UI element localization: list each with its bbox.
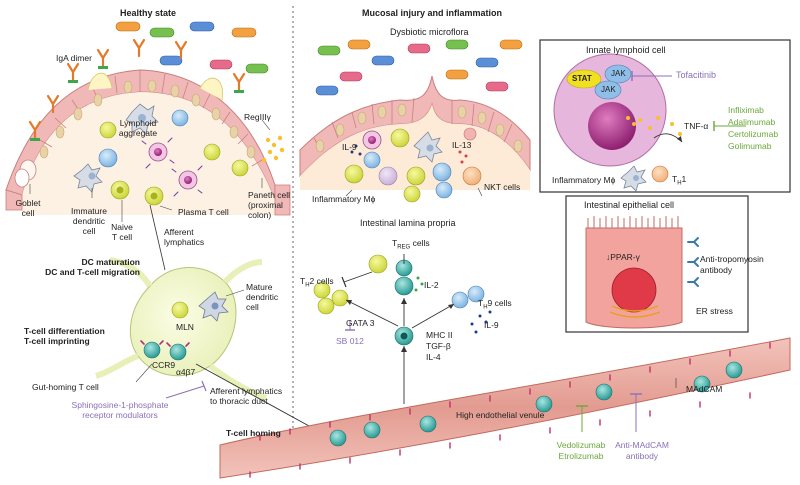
label-jak-1: JAK: [611, 69, 626, 78]
label-ccr9: CCR9: [152, 360, 176, 370]
lamina-propria-tcells: [313, 254, 492, 404]
label-iga-dimer: IgA dimer: [56, 53, 92, 63]
iec-box-title: Intestinal epithelial cell: [584, 200, 675, 210]
heading-mucosal-injury: Mucosal injury and inflammation: [362, 8, 503, 18]
label-tnf-alpha: TNF-α: [684, 121, 709, 131]
plasma-cells: [141, 137, 203, 197]
label-il9: IL-9: [342, 142, 357, 152]
iec-cell: [585, 216, 699, 329]
label-high-endothelial-venule: High endothelial venule: [456, 410, 545, 420]
immature-dendritic-cell: [73, 163, 103, 193]
tnf-drug-list: Infliximab Adalimumab Certolizumab Golim…: [728, 104, 778, 152]
label-tofacitinib: Tofacitinib: [676, 70, 717, 80]
goblet-cell: [14, 168, 30, 188]
label-sb012: SB 012: [336, 336, 364, 346]
lymphoid-aggregate: [98, 103, 249, 177]
injury-lamina-cells: [344, 127, 482, 203]
label-th1: TH1: [672, 174, 687, 187]
label-il9-lp: IL-9: [484, 320, 499, 330]
ilc-cell: [553, 53, 746, 192]
drug-adalimumab: Adalimumab: [728, 117, 776, 127]
label-inflammatory-mphi: Inflammatory Mϕ: [312, 194, 376, 204]
drug-golimumab: Golimumab: [728, 141, 772, 151]
label-t-cell-homing: T-cell homing: [226, 428, 281, 438]
label-regiii: RegIIIγ: [244, 112, 271, 122]
label-il2: IL-2: [424, 280, 439, 290]
label-th2-cells: TH2 cells: [300, 276, 334, 289]
label-gut-homing-t-cell: Gut-homing T cell: [32, 382, 99, 392]
drug-infliximab: Infliximab: [728, 105, 764, 115]
label-madcam: MAdCAM: [686, 384, 723, 394]
bacteria-dysbiotic: [315, 39, 523, 96]
naive-t-cells: [110, 180, 164, 206]
label-nkt-cells: NKT cells: [484, 182, 521, 192]
label-plasma-t-cell: Plasma T cell: [178, 207, 229, 217]
bacteria-healthy: [115, 21, 269, 74]
homing-arrow: [195, 363, 321, 433]
ilc-box-title: Innate lymphoid cell: [586, 45, 666, 55]
afferent-lymphatic-line: [149, 204, 166, 271]
label-th9-cells: TH9 cells: [478, 298, 512, 311]
iga-dimers: [28, 38, 246, 140]
label-treg-cells: TREG cells: [392, 238, 430, 251]
label-a4b7: α4β7: [176, 367, 196, 377]
label-dysbiotic-microflora: Dysbiotic microflora: [390, 27, 469, 37]
label-intestinal-lamina-propria: Intestinal lamina propria: [360, 218, 456, 228]
label-ilc-inflammatory-mphi: Inflammatory Mϕ: [552, 175, 616, 185]
drug-certolizumab: Certolizumab: [728, 129, 779, 139]
label-stat: STAT: [572, 74, 592, 83]
label-mln: MLN: [176, 322, 194, 332]
mln: [95, 257, 268, 401]
heading-healthy-state: Healthy state: [120, 8, 177, 18]
high-endothelial-venule: [219, 337, 791, 479]
label-ppar-gamma: ↓PPAR-γ: [606, 252, 640, 262]
label-il13: IL-13: [452, 140, 472, 150]
label-gata3: GATA 3: [346, 318, 375, 328]
label-jak-2: JAK: [601, 85, 616, 94]
label-er-stress: ER stress: [696, 306, 733, 316]
